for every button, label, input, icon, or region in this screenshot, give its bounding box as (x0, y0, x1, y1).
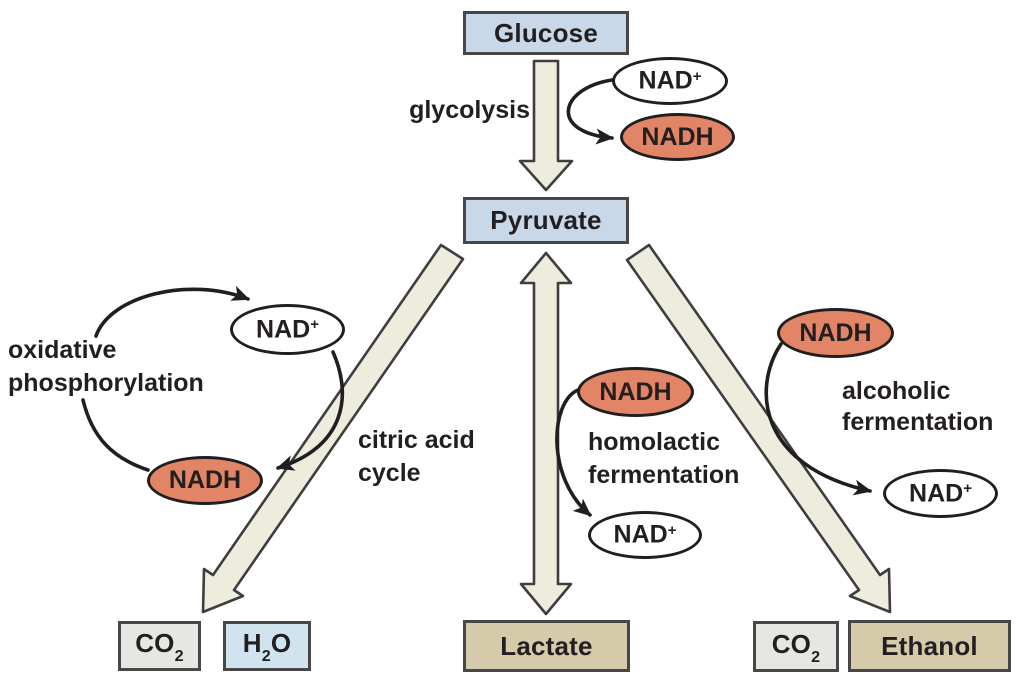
glycolysis-nadh-badge: NADH (620, 113, 735, 161)
glycolysis-label: glycolysis (409, 96, 530, 124)
homolactic-fermentation-arrow (519, 251, 573, 616)
h2o-box: H2O (223, 621, 311, 671)
alcoholic-nadh-to-nad-arrow (764, 342, 872, 496)
homolactic-nadh-to-nad-arrow (555, 388, 592, 517)
oxphos-nadh-to-nad-arrow (94, 285, 250, 338)
glycolysis-arrow (518, 59, 574, 192)
homolactic-nad-badge: NAD+ (588, 511, 702, 559)
oxphos-cycle-left-arc (81, 398, 150, 472)
oxphos-nadh-badge: NADH (147, 456, 263, 505)
h2o-label: H2O (242, 628, 292, 665)
oxphos-nad-badge: NAD+ (230, 304, 345, 355)
glucose-label: Glucose (494, 17, 598, 48)
pyruvate-label: Pyruvate (490, 205, 602, 235)
alcoholic-fermentation-label: alcoholic fermentation (842, 377, 994, 436)
lactate-box: Lactate (463, 620, 630, 672)
ethanol-label: Ethanol (881, 630, 978, 661)
homolactic-fermentation-label: homolactic fermentation (588, 428, 740, 489)
co2-left-label: CO2 (135, 628, 184, 665)
glucose-box: Glucose (463, 11, 629, 55)
alcoholic-nad-badge: NAD+ (883, 469, 998, 518)
alcoholic-fermentation-arrow (625, 243, 892, 614)
citric-acid-cycle-label: citric acid cycle (358, 426, 475, 487)
lactate-label: Lactate (500, 630, 593, 661)
co2-right-box: CO2 (753, 621, 839, 672)
glycolysis-nad-to-nadh-arrow (566, 78, 614, 145)
homolactic-nadh-badge: NADH (577, 367, 694, 417)
oxphos-nad-to-nadh-arrow (276, 350, 345, 471)
alcoholic-nadh-badge: NADH (777, 308, 894, 358)
glycolysis-nad-badge: NAD+ (612, 57, 728, 105)
co2-left-box: CO2 (118, 621, 201, 671)
oxidative-phosphorylation-label: oxidative phosphorylation (8, 336, 204, 397)
pyruvate-box: Pyruvate (463, 197, 629, 244)
co2-right-label: CO2 (771, 628, 821, 666)
ethanol-box: Ethanol (848, 620, 1011, 672)
